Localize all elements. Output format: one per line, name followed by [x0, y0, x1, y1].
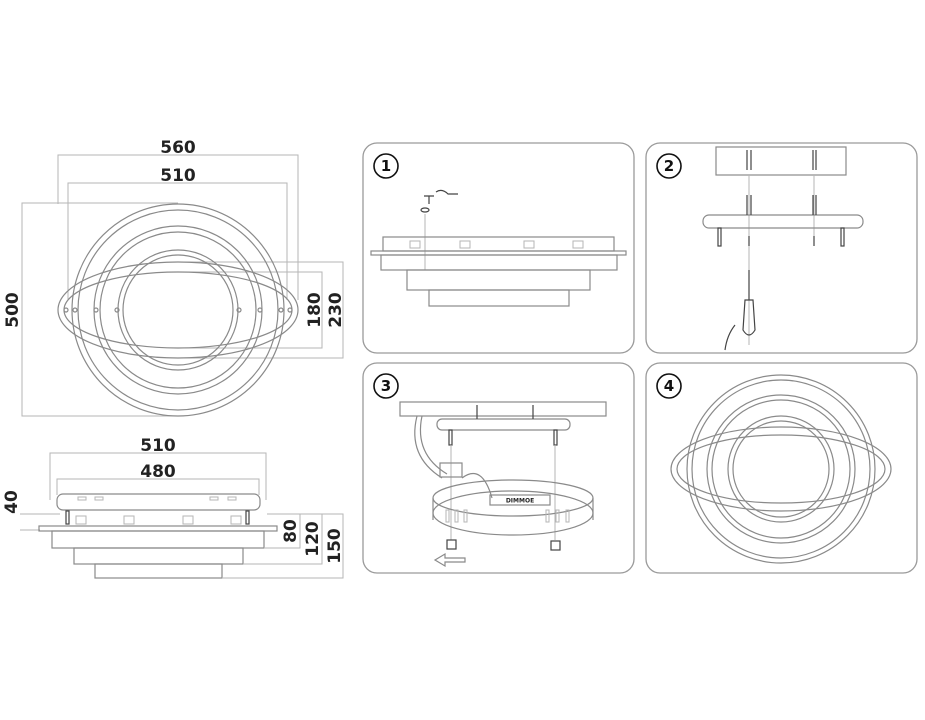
dimension-180: 180 — [305, 292, 325, 328]
step-number: 4 — [664, 377, 674, 395]
step-1-panel: 1 — [362, 142, 635, 354]
dimension-510-side: 510 — [140, 436, 176, 456]
top-view-drawing: 560 510 500 180 230 — [3, 138, 346, 417]
dimension-150: 150 — [325, 528, 345, 564]
step-number-badge — [373, 153, 399, 179]
wrench-icon — [424, 189, 458, 204]
step-4-panel: 4 — [645, 362, 918, 574]
step-3-panel: 3 DIMMOE — [362, 362, 635, 574]
dimension-480: 480 — [140, 462, 176, 482]
dimension-120: 120 — [303, 521, 323, 557]
step-number: 3 — [381, 377, 391, 395]
dimension-560: 560 — [160, 138, 196, 158]
dimension-230: 230 — [326, 292, 346, 328]
dimension-510-top: 510 — [160, 166, 196, 186]
step-2-panel: 2 — [645, 142, 918, 354]
rotate-arrow-icon — [433, 552, 466, 568]
side-view-drawing: 510 480 40 80 120 150 — [2, 436, 345, 579]
dimension-500: 500 — [3, 292, 23, 328]
screwdriver-icon — [724, 270, 756, 351]
step-number: 2 — [664, 157, 674, 175]
dimension-40: 40 — [2, 490, 22, 514]
driver-label: DIMMOE — [506, 498, 534, 505]
dimension-80: 80 — [281, 519, 301, 543]
step-number: 1 — [381, 157, 391, 175]
